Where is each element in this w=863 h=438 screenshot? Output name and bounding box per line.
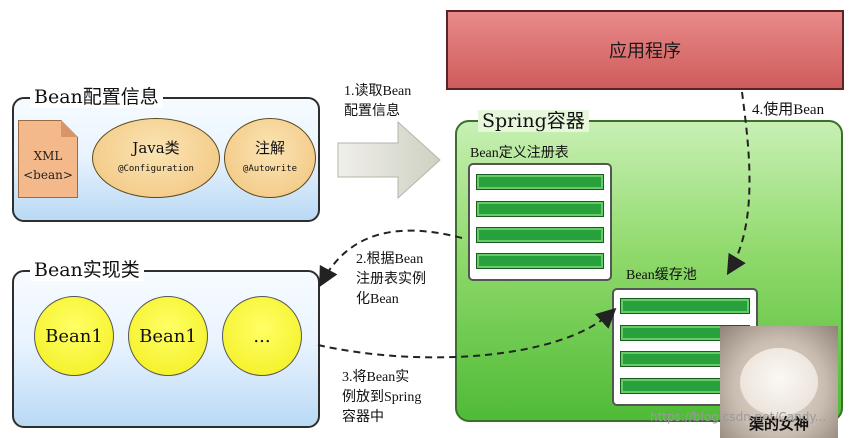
xml-label: XML (33, 149, 63, 163)
registry-title: Bean定义注册表 (470, 146, 569, 161)
step3-dashed-arrow (317, 307, 617, 359)
bean-circle: Bean1 (34, 296, 114, 376)
application-box: 应用程序 (446, 10, 844, 90)
annotation-label: 注解 (254, 139, 285, 157)
bean-config-title: Bean配置信息 (30, 86, 163, 108)
bean-circle-ellipsis: ... (222, 296, 302, 376)
java-class-oval: Java类 @Configuration (92, 118, 220, 198)
java-class-label: Java类 (132, 139, 180, 157)
cache-entry-bar (620, 298, 750, 314)
configuration-annotation: @Configuration (118, 164, 194, 174)
step1-label: 1.读取Bean 配置信息 (344, 84, 412, 119)
step1-big-arrow (337, 120, 441, 200)
watermark: https://blog.csdn.net/Candy... (650, 410, 827, 424)
registry-entry-bar (476, 201, 604, 217)
dog-sticker-image: 渠的女神 (720, 326, 838, 438)
registry-entry-bar (476, 227, 604, 243)
step4-label: 4.使用Bean (752, 102, 825, 118)
bean-impl-title: Bean实现类 (30, 259, 144, 281)
annotation-oval: 注解 @Autowrite (224, 118, 316, 198)
step2-label: 2.根据Bean 注册表实例 化Bean (356, 252, 426, 307)
dog-face (740, 348, 818, 416)
autowrite-annotation: @Autowrite (242, 164, 298, 174)
registry-entry-bar (476, 253, 604, 269)
registry-entry-bar (476, 174, 604, 190)
sticker-caption: 渠的女神 (748, 415, 809, 433)
bean-cache-panel (612, 288, 758, 406)
step3-label: 3.将Bean实 例放到Spring 容器中 (342, 370, 422, 425)
xml-bean-label: <bean> (23, 168, 73, 182)
step4-dashed-arrow (726, 91, 751, 276)
cache-title: Bean缓存池 (626, 268, 697, 283)
bean-circle: Bean1 (128, 296, 208, 376)
spring-container-title: Spring容器 (478, 110, 589, 132)
bean-registry-panel (468, 163, 612, 281)
